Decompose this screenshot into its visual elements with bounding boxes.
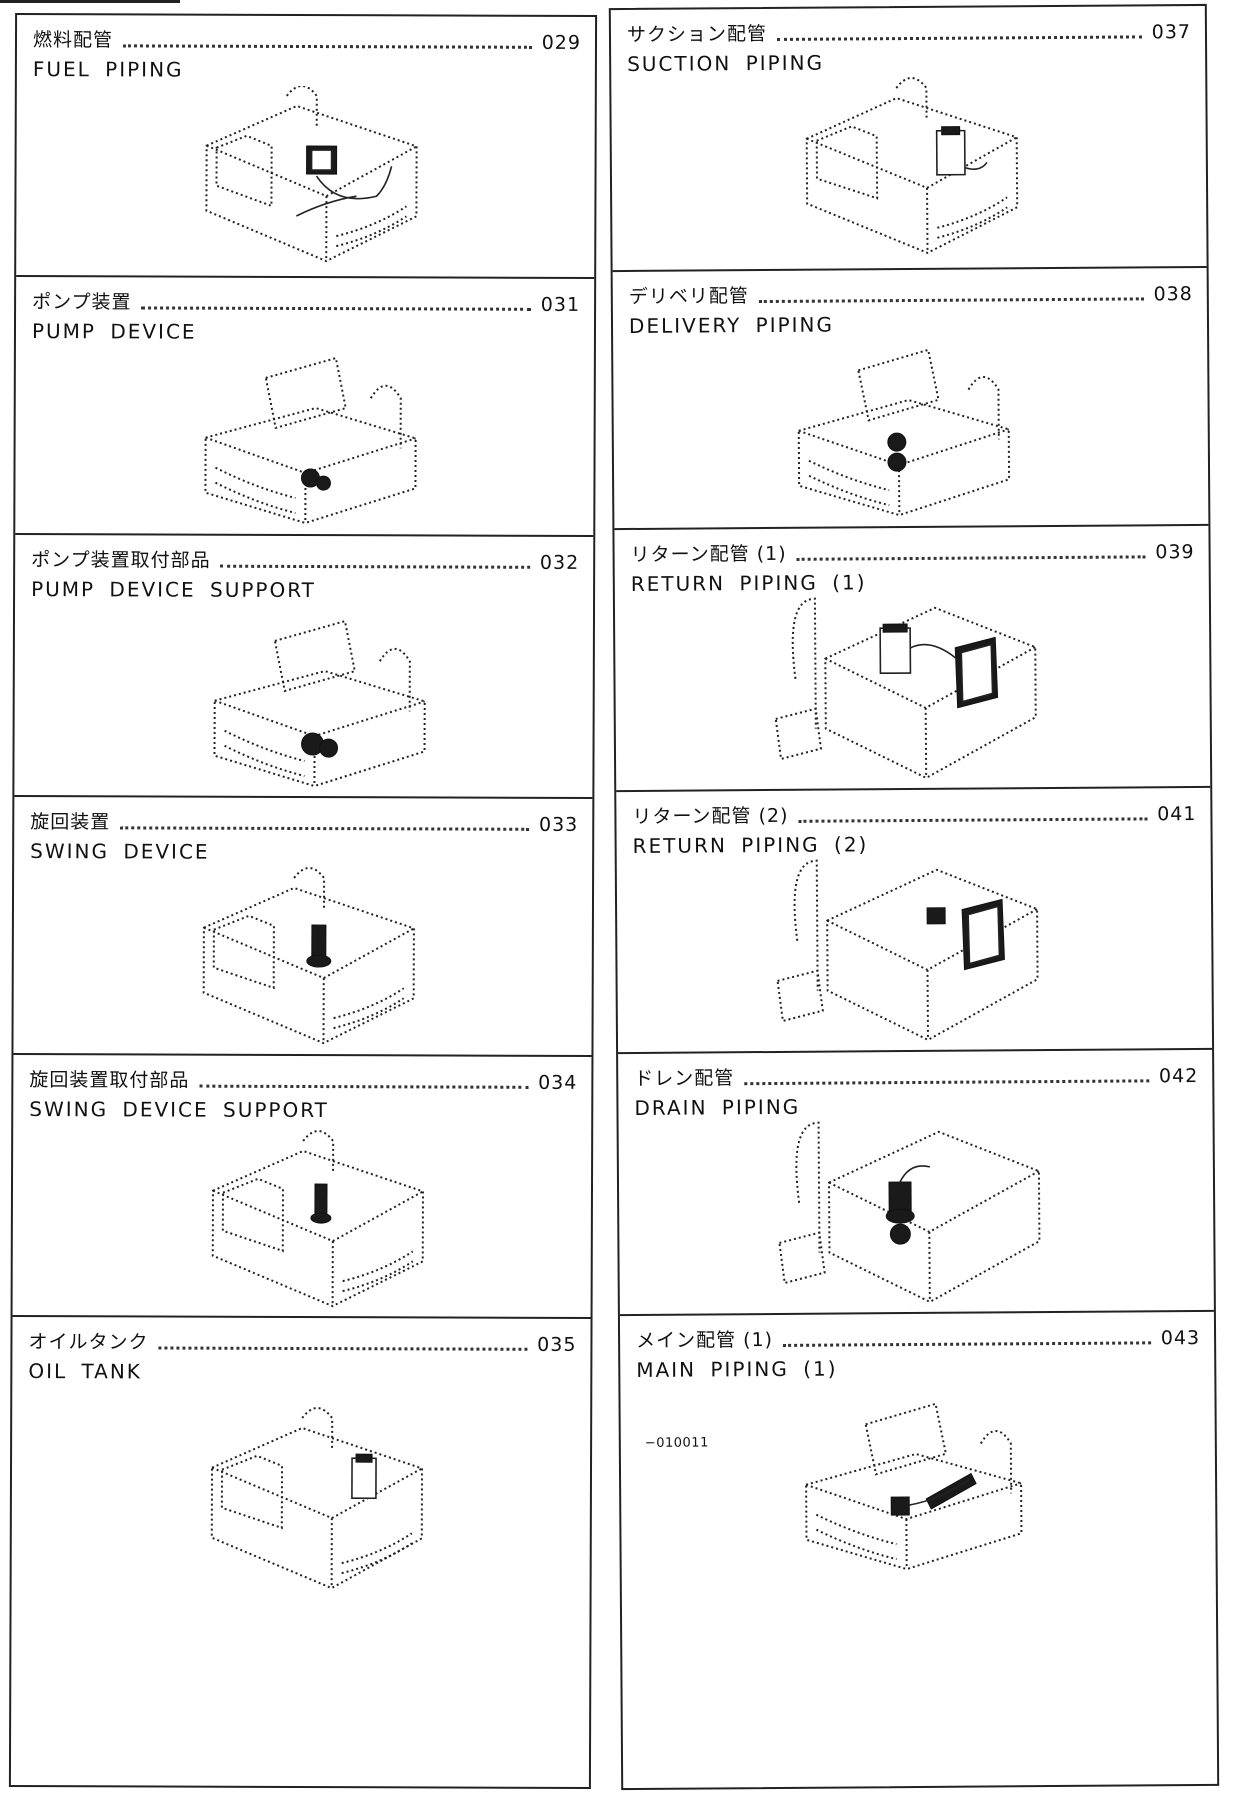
entry-title-jp: 旋回装置 [30, 811, 111, 834]
index-entry-return-piping-1[interactable]: リターン配管 (1) 039 RETURN PIPING (1) [614, 525, 1211, 793]
page-number: 034 [538, 1071, 578, 1094]
excavator-illustration-drain-piping [778, 1121, 1041, 1304]
page-number: 033 [538, 813, 579, 836]
top-rule [0, 0, 180, 3]
index-entry-pump-device[interactable]: ポンプ装置 031 PUMP DEVICE [15, 276, 595, 538]
entry-title-en: SWING DEVICE [30, 839, 210, 864]
page-number: 037 [1151, 21, 1192, 44]
left-column: 燃料配管 029 FUEL PIPING ポンプ装置 031 [8, 12, 598, 1790]
entry-title-en: SWING DEVICE SUPPORT [29, 1097, 329, 1123]
entry-title-jp: オイルタンク [28, 1331, 149, 1354]
index-entry-delivery-piping[interactable]: デリベリ配管 038 DELIVERY PIPING [612, 267, 1209, 531]
leader-dots [758, 297, 1144, 304]
page-number: 039 [1155, 541, 1195, 564]
page-number: 035 [537, 1333, 577, 1356]
entry-title-jp: デリベリ配管 [628, 285, 749, 308]
leader-dots [796, 555, 1146, 561]
page-number: 029 [541, 31, 582, 54]
right-column: サクション配管 037 SUCTION PIPING デリベリ配管 038 [608, 3, 1220, 1791]
entry-title-en: OIL TANK [28, 1359, 142, 1384]
entry-title-jp: ポンプ装置 [32, 291, 132, 314]
entry-title-jp: リターン配管 (1) [630, 542, 787, 566]
leader-dots [141, 306, 531, 311]
index-entry-main-piping-1[interactable]: メイン配管 (1) 043 MAIN PIPING (1) −010011 [620, 1312, 1217, 1782]
entry-title-jp: ドレン配管 [634, 1067, 735, 1090]
excavator-illustration-return-piping-2 [776, 859, 1039, 1042]
leader-dots [158, 1346, 528, 1351]
excavator-illustration-suction-piping [805, 77, 1019, 254]
excavator-illustration-oil-tank [210, 1407, 424, 1590]
entry-title-en: PUMP DEVICE SUPPORT [31, 577, 316, 603]
leader-dots [199, 1084, 529, 1089]
excavator-illustration-pump-device [204, 356, 417, 525]
page-number: 043 [1160, 1327, 1201, 1350]
excavator-illustration-pump-device-support [213, 619, 426, 788]
excavator-illustration-swing-device [202, 867, 415, 1045]
entry-title-jp: ポンプ装置取付部品 [31, 549, 211, 572]
index-entry-drain-piping[interactable]: ドレン配管 042 DRAIN PIPING [618, 1049, 1214, 1317]
index-entry-pump-device-support[interactable]: ポンプ装置取付部品 032 PUMP DEVICE SUPPORT [14, 534, 594, 800]
leader-dots [120, 826, 529, 831]
entry-title-en: FUEL PIPING [32, 57, 184, 82]
leader-dots [777, 35, 1142, 41]
index-entry-oil-tank[interactable]: オイルタンク 035 OIL TANK [11, 1317, 591, 1789]
leader-dots [122, 44, 532, 49]
entry-title-jp: サクション配管 [626, 23, 768, 46]
leader-dots [220, 564, 530, 569]
index-entry-swing-device[interactable]: 旋回装置 033 SWING DEVICE [13, 796, 593, 1058]
index-entry-fuel-piping[interactable]: 燃料配管 029 FUEL PIPING [16, 14, 596, 280]
entry-title-en: PUMP DEVICE [31, 319, 197, 344]
page-number: 031 [540, 293, 581, 316]
entry-title-en: MAIN PIPING (1) [636, 1356, 838, 1382]
excavator-illustration-return-piping-1 [774, 597, 1037, 780]
index-entry-swing-device-support[interactable]: 旋回装置取付部品 034 SWING DEVICE SUPPORT [12, 1054, 592, 1320]
leader-dots [798, 817, 1148, 823]
leader-dots [744, 1079, 1150, 1086]
entry-title-jp: 旋回装置取付部品 [29, 1069, 190, 1092]
page-number: 032 [539, 551, 580, 574]
entry-title-jp: 燃料配管 [32, 29, 114, 52]
excavator-illustration-fuel-piping [205, 85, 418, 263]
leader-dots [783, 1341, 1151, 1347]
page-number: 038 [1153, 283, 1193, 306]
excavator-illustration-delivery-piping [797, 348, 1011, 517]
excavator-illustration-main-piping-1 [805, 1402, 1023, 1571]
excavator-illustration-swing-device-support [211, 1130, 424, 1308]
entry-title-en: SUCTION PIPING [627, 50, 825, 76]
page-number: 041 [1157, 803, 1197, 826]
serial-range-note: −010011 [644, 1435, 709, 1451]
index-entry-return-piping-2[interactable]: リターン配管 (2) 041 RETURN PIPING (2) [616, 787, 1213, 1055]
index-entry-suction-piping[interactable]: サクション配管 037 SUCTION PIPING [610, 5, 1207, 273]
entry-title-jp: リターン配管 (2) [632, 804, 789, 828]
entry-title-jp: メイン配管 (1) [636, 1328, 774, 1352]
page-number: 042 [1158, 1065, 1199, 1088]
